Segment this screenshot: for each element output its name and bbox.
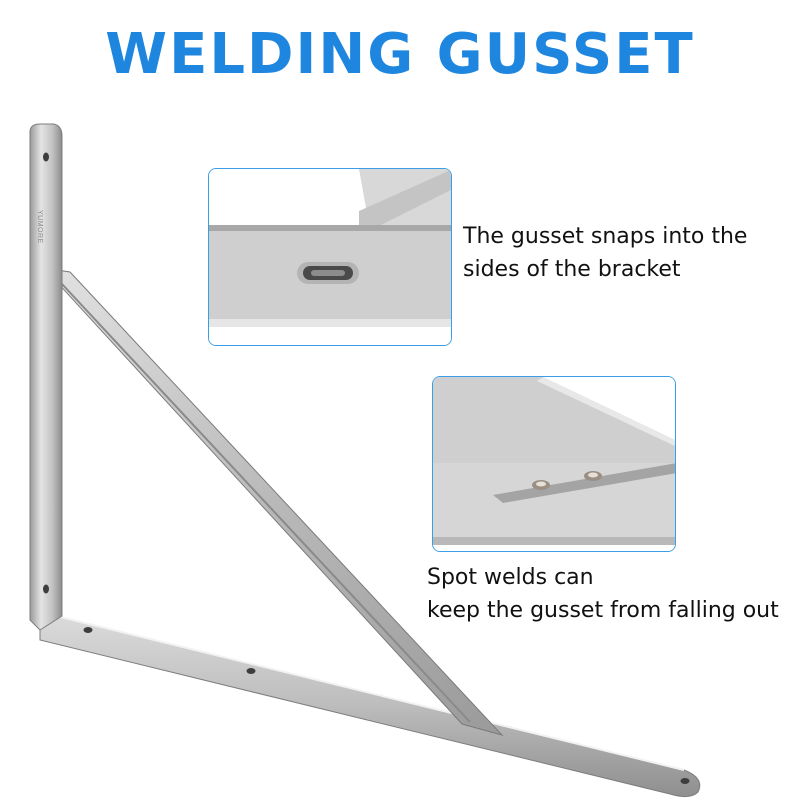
spot-weld-closeup (432, 376, 676, 552)
caption-line: Spot welds can (427, 565, 594, 590)
caption-line: sides of the bracket (463, 257, 681, 282)
caption-line: keep the gusset from falling out (427, 598, 779, 623)
caption-line: The gusset snaps into the (463, 224, 748, 249)
caption-gusset-snaps: The gusset snaps into the sides of the b… (463, 220, 747, 286)
brand-mark: YUMORE (36, 210, 43, 244)
page-title: WELDING GUSSET (105, 22, 695, 87)
gusset-slot-closeup (208, 168, 452, 346)
caption-spot-welds: Spot welds can keep the gusset from fall… (427, 561, 779, 627)
